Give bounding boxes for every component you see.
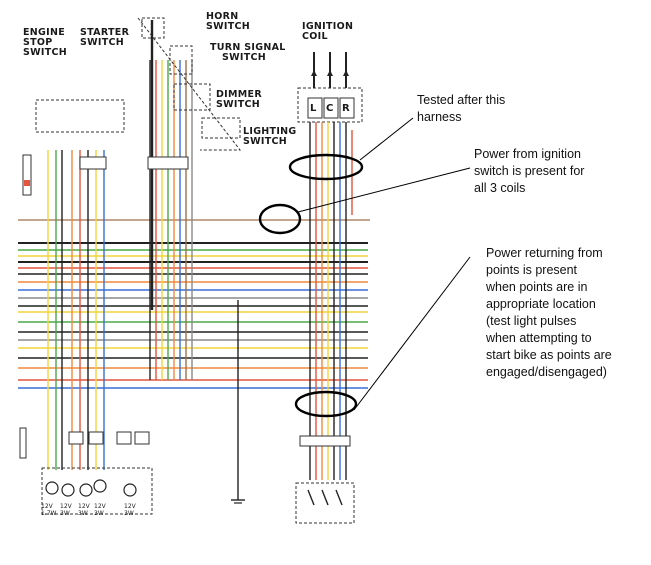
annotation-tested-after: Tested after this harness (417, 93, 506, 124)
bulb-circle (61, 483, 75, 497)
highlight-ellipse-middle (258, 203, 302, 235)
fuse-holder (22, 154, 32, 196)
coil-terminal-box (323, 97, 339, 119)
dimmer-switch-label: DIMMER SWITCH (216, 89, 262, 110)
coil-arrow (327, 70, 333, 76)
coil-terminal-box (307, 97, 323, 119)
bulb-rating-3: 12V 3W (78, 503, 90, 517)
coil-arrow (311, 70, 317, 76)
bulb-connector (68, 431, 84, 445)
bulb-box (41, 467, 153, 515)
callout-line-power-returning (353, 256, 471, 411)
switch-housing-outline (137, 17, 242, 151)
connector-block (79, 156, 107, 170)
callout-line-power-from (297, 167, 471, 213)
horn-switch-box (141, 17, 165, 39)
turn-signal-switch-label: TURN SIGNAL SWITCH (210, 42, 286, 63)
points-contact (321, 489, 329, 506)
callout-line-tested (359, 117, 414, 161)
fuse-element (24, 180, 30, 186)
coil-arrow (343, 70, 349, 76)
bulb-rating-2: 12V 3W (60, 503, 72, 517)
horn-switch-label: HORN SWITCH (206, 11, 251, 32)
points-box (295, 482, 355, 524)
starter-switch-label: STARTER SWITCH (80, 27, 130, 48)
bulb-circle (45, 481, 59, 495)
bulb-circle (79, 483, 93, 497)
bulb-rating-5: 12V 3W (124, 503, 136, 517)
points-contact (335, 489, 343, 506)
highlight-ellipse-top (288, 153, 364, 181)
points-contact (307, 489, 315, 506)
ignition-coil-label: IGNITION COIL (302, 21, 354, 42)
connector-block (299, 435, 351, 447)
left-connector (19, 427, 27, 459)
annotation-power-returning: Power returning from points is present w… (486, 246, 612, 379)
lighting-switch-box (201, 117, 241, 139)
dimmer-switch-box (173, 83, 211, 111)
annotation-power-from-ignition: Power from ignition switch is present fo… (474, 147, 585, 195)
connector-block (147, 156, 189, 170)
bulb-connector (116, 431, 132, 445)
bulb-rating-1: 12V 1.7W (41, 503, 57, 517)
bulb-circle (93, 479, 107, 493)
highlight-ellipse-bottom (294, 390, 358, 418)
bulb-circle (123, 483, 137, 497)
bulb-connector (134, 431, 150, 445)
coil-terminal-c: C (326, 103, 334, 114)
lighting-switch-label: LIGHTING SWITCH (243, 126, 297, 147)
bulb-connector (88, 431, 104, 445)
coil-terminal-box (339, 97, 355, 119)
coil-terminal-r: R (342, 103, 351, 114)
bulb-rating-4: 12V 3W (94, 503, 106, 517)
engine-stop-switch-label: ENGINE STOP SWITCH (23, 27, 68, 58)
stop-switch-box (35, 99, 125, 133)
coil-terminal-l: L (310, 103, 317, 114)
